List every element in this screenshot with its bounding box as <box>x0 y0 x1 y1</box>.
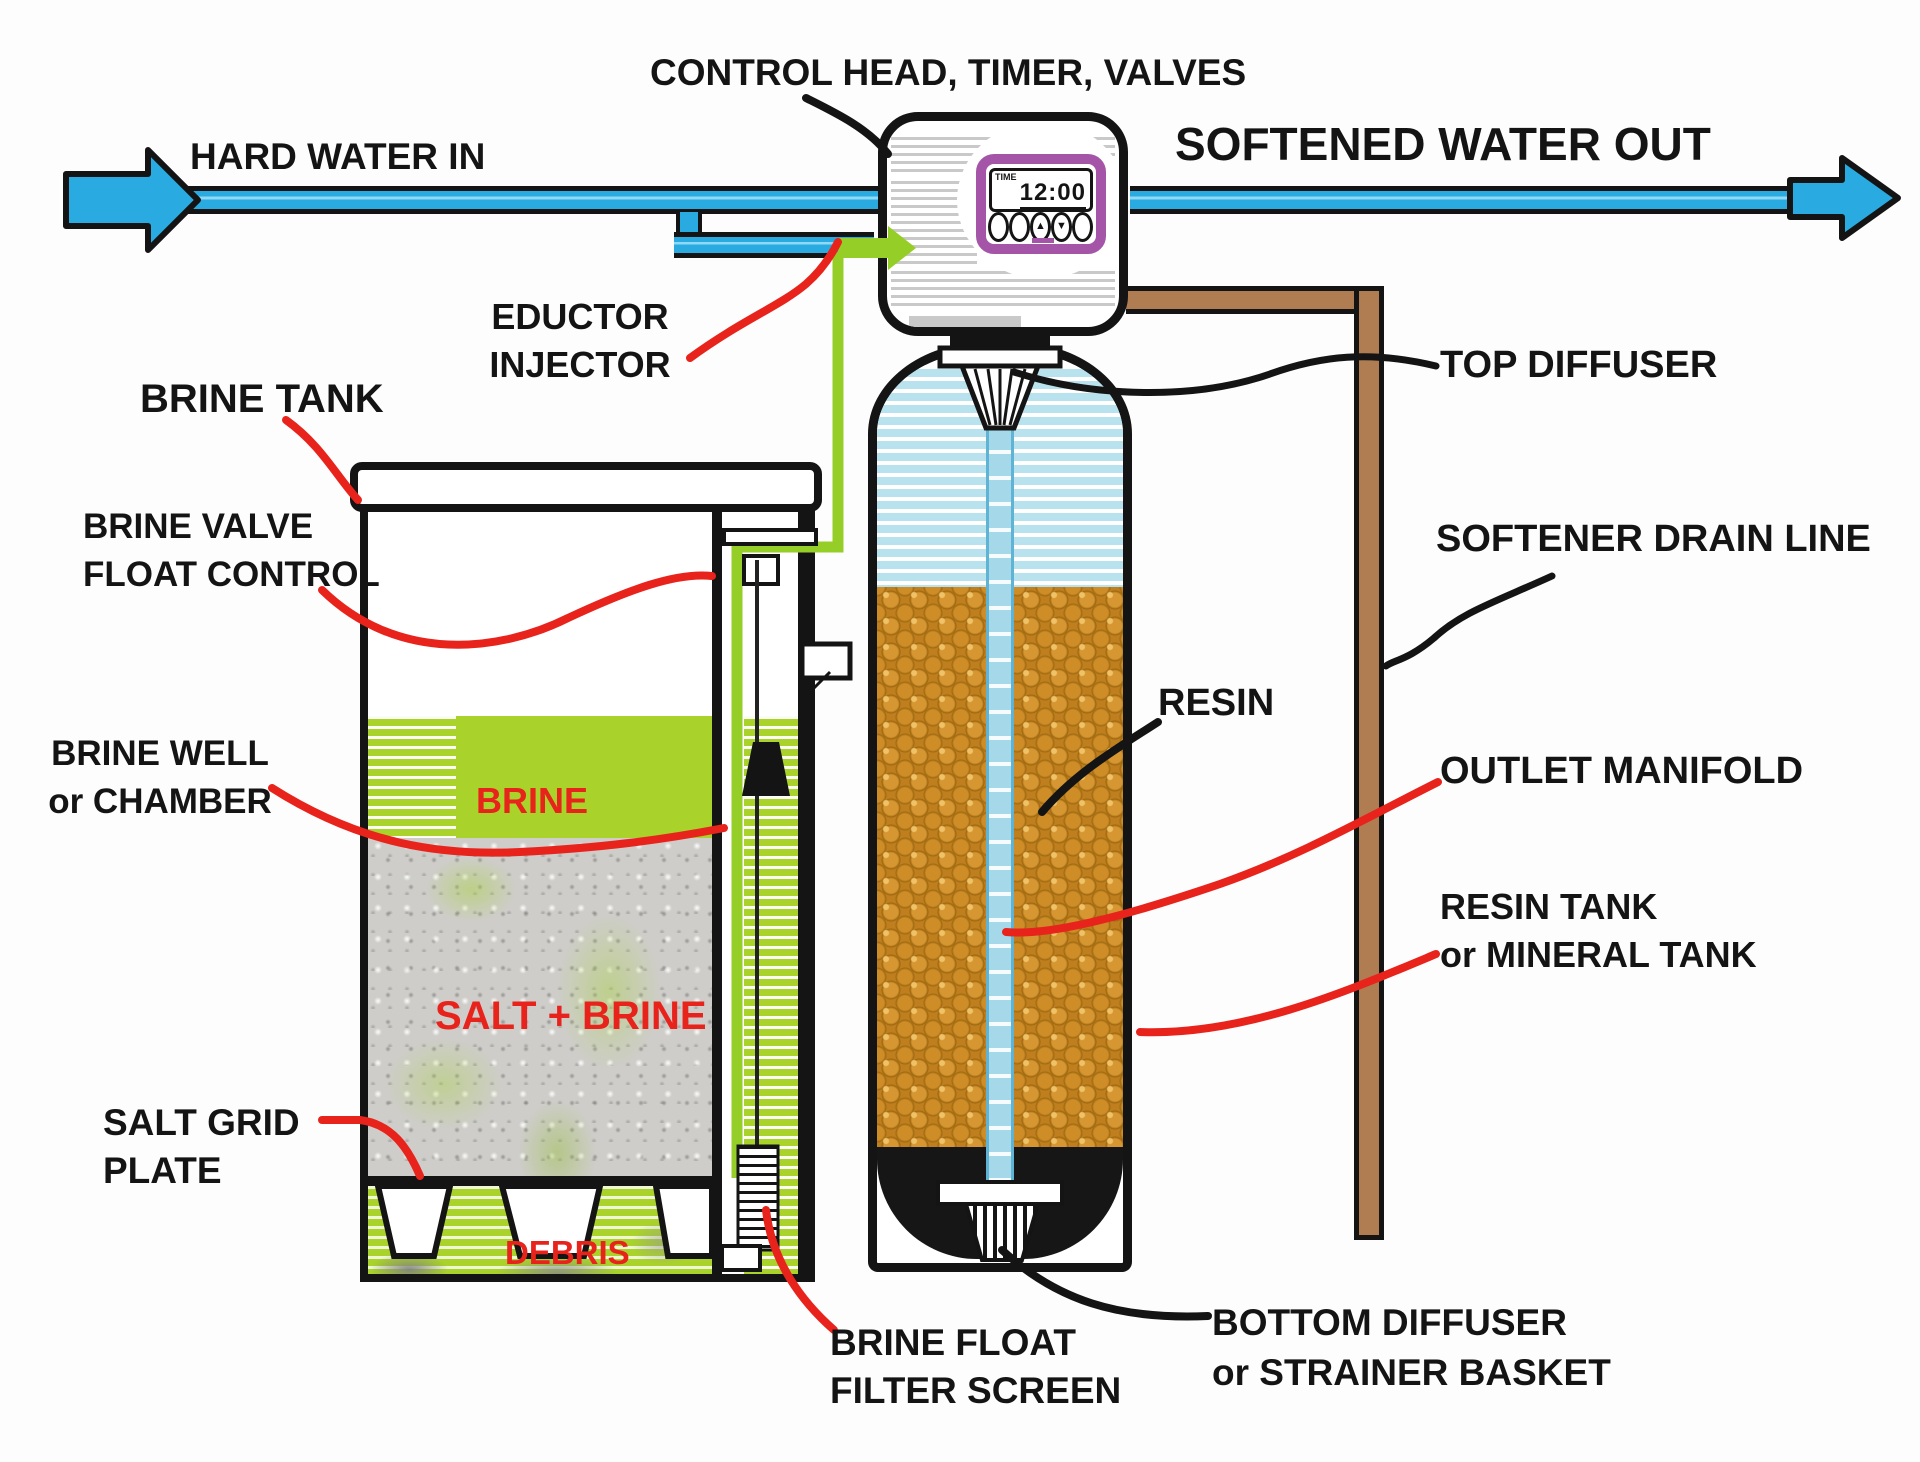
softened-water-label: SOFTENED WATER OUT <box>1175 118 1711 170</box>
brine-stripes <box>368 716 456 838</box>
timer-button-5 <box>1072 212 1093 242</box>
eductor-label-line1: EDUCTOR <box>491 296 669 337</box>
tank-leg <box>498 1183 604 1259</box>
brine-valve-body <box>742 554 780 586</box>
resin-tank-label-line1: RESIN TANK <box>1440 886 1658 927</box>
eductor-pointer <box>686 238 842 362</box>
timer-button-1 <box>988 212 1009 242</box>
hard-water-label: HARD WATER IN <box>190 136 486 177</box>
softened-water-arrow-icon <box>1787 155 1901 241</box>
brine-tank-label: BRINE TANK <box>140 377 384 421</box>
hard-water-pipe <box>160 186 882 214</box>
timer-display-caption: TIME <box>995 172 1017 182</box>
strainer-basket <box>963 1202 1041 1262</box>
timer-display: TIME 12:00 <box>989 168 1093 212</box>
outlet-manifold-label: OUTLET MANIFOLD <box>1440 750 1804 792</box>
resin-pointer <box>1038 718 1162 816</box>
funnel-stripe <box>1002 368 1014 426</box>
top-diffuser-label: TOP DIFFUSER <box>1440 344 1718 386</box>
resin-tank-label-line2: or MINERAL TANK <box>1440 934 1757 975</box>
outlet-manifold-pointer <box>1002 778 1442 937</box>
timer-panel-tick <box>1032 238 1054 243</box>
brine-valve-label-line1: BRINE VALVE <box>83 507 314 546</box>
funnel-stripe <box>973 368 992 426</box>
head-gray-band <box>909 316 1021 327</box>
timer-button-down: ▼ <box>1051 212 1072 242</box>
drain-line-horizontal <box>1126 286 1384 314</box>
brine-well-left-wall <box>712 510 722 1274</box>
brine-float-label-line2: FILTER SCREEN <box>830 1370 1122 1411</box>
control-head-pointer <box>802 94 892 158</box>
tank-neck <box>950 330 1050 348</box>
riser-tube <box>986 424 1014 1202</box>
float-control-pointer <box>318 571 716 649</box>
tank-collar <box>937 345 1063 369</box>
up-arrow-icon: ▲ <box>1035 220 1046 232</box>
softened-water-pipe <box>1130 186 1794 214</box>
eductor-brine-line <box>731 252 844 1178</box>
brine-well-label-line2: or CHAMBER <box>48 782 272 821</box>
salt-grid-label-line2: PLATE <box>103 1150 222 1191</box>
timer-display-time: 12:00 <box>1019 179 1086 209</box>
resin-label: RESIN <box>1158 682 1275 724</box>
timer-panel: TIME 12:00 ▲ ▼ <box>976 154 1106 254</box>
salt-grid-pointer <box>318 1116 424 1180</box>
overflow-tick <box>810 670 832 692</box>
tank-leg <box>374 1183 454 1259</box>
head-stripes-bottom <box>891 271 1115 311</box>
funnel-stripe <box>986 368 998 426</box>
top-diffuser-pointer <box>1010 353 1440 397</box>
bottom-diffuser-pointer <box>998 1246 1212 1321</box>
resin-tank-pointer <box>1136 950 1440 1037</box>
salt-grid-label-line1: SALT GRID <box>103 1102 300 1143</box>
brine-tank-pointer <box>282 416 362 504</box>
bottom-diffuser-label-line1: BOTTOM DIFFUSER <box>1212 1302 1567 1343</box>
brine-well-pointer <box>268 784 728 857</box>
brine-valve-label-line2: FLOAT CONTROL <box>83 555 380 594</box>
eductor-label-line2: INJECTOR <box>489 344 671 385</box>
timer-button-2 <box>1009 212 1030 242</box>
funnel-stripe <box>1008 368 1027 426</box>
softener-drain-label: SOFTENER DRAIN LINE <box>1436 518 1871 560</box>
eductor-arrow-icon <box>838 226 916 270</box>
bottom-diffuser-plate <box>936 1180 1064 1206</box>
salt-brine-label: SALT + BRINE <box>435 994 707 1038</box>
tank-leg <box>652 1183 715 1259</box>
brine-float-label-line1: BRINE FLOAT <box>830 1322 1076 1363</box>
salt-brine-region <box>368 838 712 1180</box>
control-head-label: CONTROL HEAD, TIMER, VALVES <box>650 52 1247 93</box>
bottom-diffuser-label-line2: or STRAINER BASKET <box>1212 1352 1611 1393</box>
brine-float-pointer <box>762 1206 838 1334</box>
brine-label: BRINE <box>476 780 589 821</box>
screen-foot <box>720 1244 762 1272</box>
salt-grid-plate <box>368 1176 712 1186</box>
brine-tank-lid <box>350 462 822 512</box>
down-arrow-icon: ▼ <box>1056 220 1067 232</box>
brine-well-label-line1: BRINE WELL <box>51 734 269 773</box>
debris-label: DEBRIS <box>505 1234 630 1271</box>
brine-valve-fitting <box>722 528 818 546</box>
float-bell <box>742 742 790 796</box>
drain-line-pointer <box>1382 572 1556 670</box>
drain-line-vertical <box>1354 291 1384 1240</box>
overflow-fitting <box>799 641 853 681</box>
brine-well-right-wall <box>798 510 807 1274</box>
hard-water-arrow-icon <box>63 147 201 253</box>
